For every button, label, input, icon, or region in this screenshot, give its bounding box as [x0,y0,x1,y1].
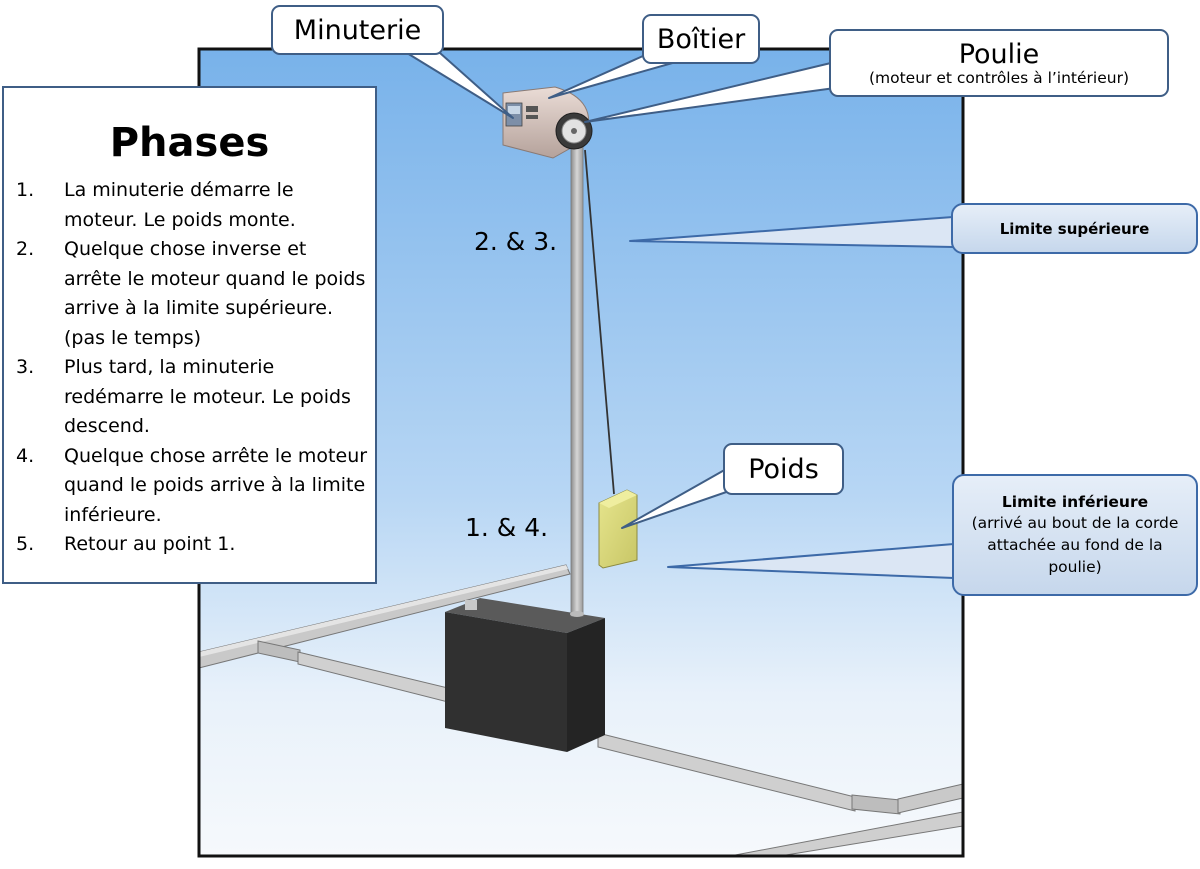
phase-number: 5. [16,533,35,555]
phases-panel: Phases 1. La minuterie démarre le moteur… [2,86,377,584]
phase-text: Retour au point 1. [64,533,236,555]
step-label-lower: 1. & 4. [465,513,549,542]
phase-item: 4. Quelque chose arrête le moteur quand … [16,442,369,531]
phase-number: 4. [16,444,35,467]
phase-item: 2. Quelque chose inverse et arrête le mo… [16,235,369,353]
callout-poids-label: Poids [748,453,819,485]
callout-boitier: Boîtier [642,14,760,64]
phases-title: Phases [109,120,270,166]
callout-minuterie-label: Minuterie [293,14,422,46]
floor-frame [198,564,964,857]
base-box [445,598,605,752]
callout-poulie-subtitle: (moteur et contrôles à l’intérieur) [868,68,1130,87]
callout-pointers [406,51,836,529]
phase-number: 2. [16,238,35,260]
phase-text: Quelque chose inverse et arrête le moteu… [64,238,366,349]
phase-text: Plus tard, la minuterie redémarre le mot… [64,356,351,437]
callout-poulie: Poulie (moteur et contrôles à l’intérieu… [829,29,1169,97]
phase-number: 3. [16,356,35,378]
phase-item: 5. Retour au point 1. [16,530,369,560]
phase-text: La minuterie démarre le moteur. Le poids… [64,179,296,231]
callout-poids: Poids [723,443,844,495]
phase-item: 1. La minuterie démarre le moteur. Le po… [16,176,369,235]
callout-minuterie: Minuterie [271,5,444,55]
mast [570,139,584,617]
rope [584,149,615,495]
callout-poulie-title: Poulie [958,38,1040,70]
callout-limite-superieure: Limite supérieure [951,203,1198,254]
callout-limite-inferieure: Limite inférieure (arrivé au bout de la … [952,474,1198,596]
pulley-housing [502,86,593,159]
callout-limite-inferieure-detail: (arrivé au bout de la corde attachée au … [971,514,1179,576]
phases-list: 1. La minuterie démarre le moteur. Le po… [16,176,369,560]
phase-text: Quelque chose arrête le moteur quand le … [64,444,368,526]
weight-block [598,489,638,569]
phase-item: 3. Plus tard, la minuterie redémarre le … [16,353,369,442]
phase-number: 1. [16,179,35,201]
callout-limite-inferieure-title: Limite inférieure [1001,492,1149,511]
callout-boitier-label: Boîtier [656,23,746,55]
step-label-upper: 2. & 3. [474,227,558,256]
callout-limite-superieure-label: Limite supérieure [999,219,1150,238]
